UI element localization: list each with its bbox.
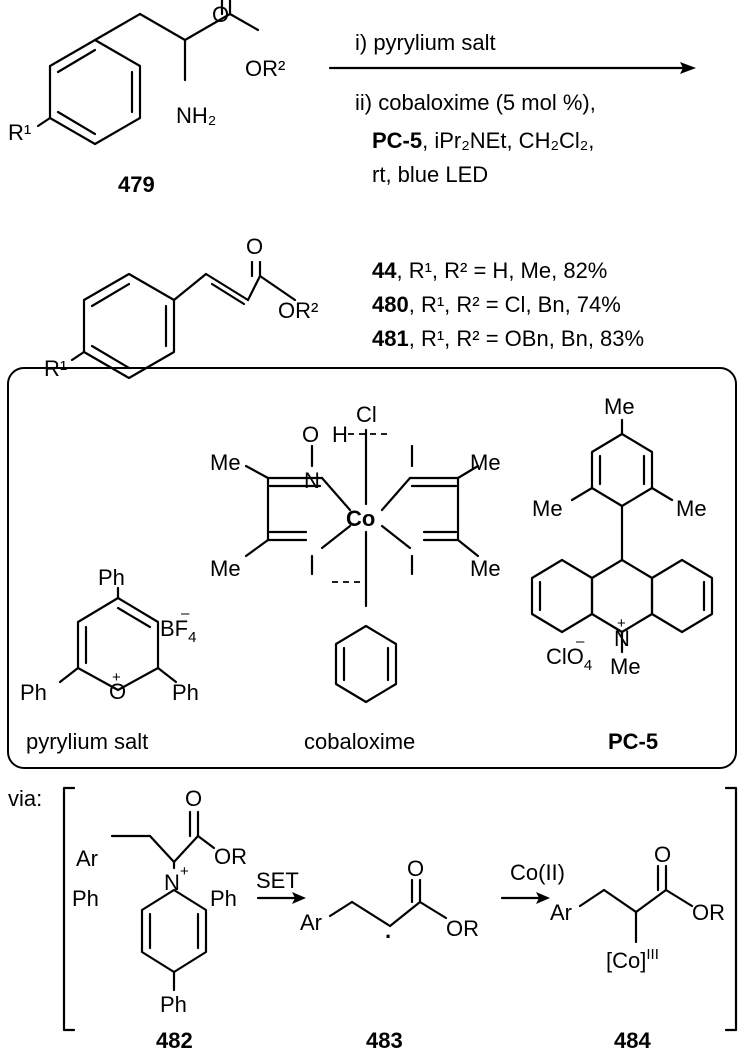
int483-number: 483 [366,1028,403,1053]
int484-o: O [654,842,671,867]
int483-o: O [407,856,424,881]
result-481: 481, R¹, R² = OBn, Bn, 83% [372,326,644,351]
int482-n: N [164,870,180,895]
ester-group-479: OR² [245,56,285,81]
int482-number: 482 [156,1028,193,1053]
pyrylium-ph-top: Ph [98,565,125,590]
pc5-structure [530,418,714,654]
condition-step1: i) pyrylium salt [355,30,496,55]
arrow-set-label: SET [256,868,299,893]
product-structure [70,260,297,380]
mechanism-brackets [62,786,738,1032]
int482-plus: + [180,863,189,880]
pc5-n: N [614,626,630,651]
pc5-ref: PC-5 [372,128,422,153]
cobaloxime-n: N [304,468,320,493]
pc5-me-right: Me [676,496,707,521]
int482-ph2: Ph [210,886,237,911]
pc5-counterion: ClO4 [546,644,592,674]
pc5-n-plus: + [617,615,626,632]
cobaloxime-co: Co [346,506,375,531]
via-label: via: [8,786,42,811]
condition-step2-line3: rt, blue LED [372,162,488,187]
condition-step2-line1: ii) cobaloxime (5 mol %), [355,90,596,115]
cobaloxime-me2: Me [210,556,241,581]
cobaloxime-cl: Cl [356,402,377,427]
ester-group-product: OR² [278,298,318,323]
int484-co: [Co]III [606,946,659,973]
arrow-co [500,892,550,904]
result-480: 480, R¹, R² = Cl, Bn, 74% [372,292,621,317]
condition-step2-line2-rest: , iPr₂NEt, CH₂Cl₂, [422,128,594,153]
compound-number-479: 479 [118,172,155,197]
intermediate-482-structure [110,810,216,992]
pyrylium-counterion: BF4 [160,616,196,646]
carbonyl-o-479: O [212,2,229,27]
int482-o: O [185,786,202,811]
pc5-me-left: Me [532,496,563,521]
intermediate-483-structure [328,878,448,928]
arrow-co-label: Co(II) [510,860,565,885]
cobaloxime-label: cobaloxime [304,729,415,754]
int482-ph3: Ph [160,992,187,1017]
cobaloxime-me1: Me [210,450,241,475]
int484-ar: Ar [550,900,572,925]
cobaloxime-h: H [332,422,348,447]
pyrylium-ph-right: Ph [172,680,199,705]
compound-479-structure [36,0,260,146]
result-44: 44, R¹, R² = H, Me, 82% [372,258,607,283]
int482-ph1: Ph [72,886,99,911]
int482-ar: Ar [76,846,98,871]
cobaloxime-me3: Me [470,450,501,475]
int483-radical-dot: · [385,924,392,949]
intermediate-484-structure [578,864,694,944]
carbonyl-o-product: O [246,234,263,259]
pyrylium-plus: + [112,669,121,686]
cobaloxime-o: O [302,422,319,447]
pyrylium-counterion-charge: – [181,605,190,622]
pc5-counterion-charge: – [576,633,585,650]
r1-479: R¹ [8,120,31,145]
pc5-me-top: Me [604,394,635,419]
pyrylium-ph-left: Ph [20,680,47,705]
pyrylium-o: O [109,679,126,704]
reaction-arrow [328,62,696,74]
int484-number: 484 [614,1028,651,1053]
int483-or: OR [446,916,479,941]
pc5-n-me: Me [610,654,641,679]
int483-ar: Ar [300,910,322,935]
arrow-set [256,892,306,904]
int482-or: OR [214,844,247,869]
pc5-label: PC-5 [608,729,658,754]
amine-group-479: NH₂ [176,103,216,128]
pyrylium-label: pyrylium salt [26,729,148,754]
catalyst-box [7,367,737,769]
cobaloxime-structure [244,428,480,704]
int484-or: OR [692,900,725,925]
condition-step2-line2: PC-5, iPr₂NEt, CH₂Cl₂, [372,128,594,153]
cobaloxime-me4: Me [470,556,501,581]
pyrylium-salt-structure [58,586,178,692]
